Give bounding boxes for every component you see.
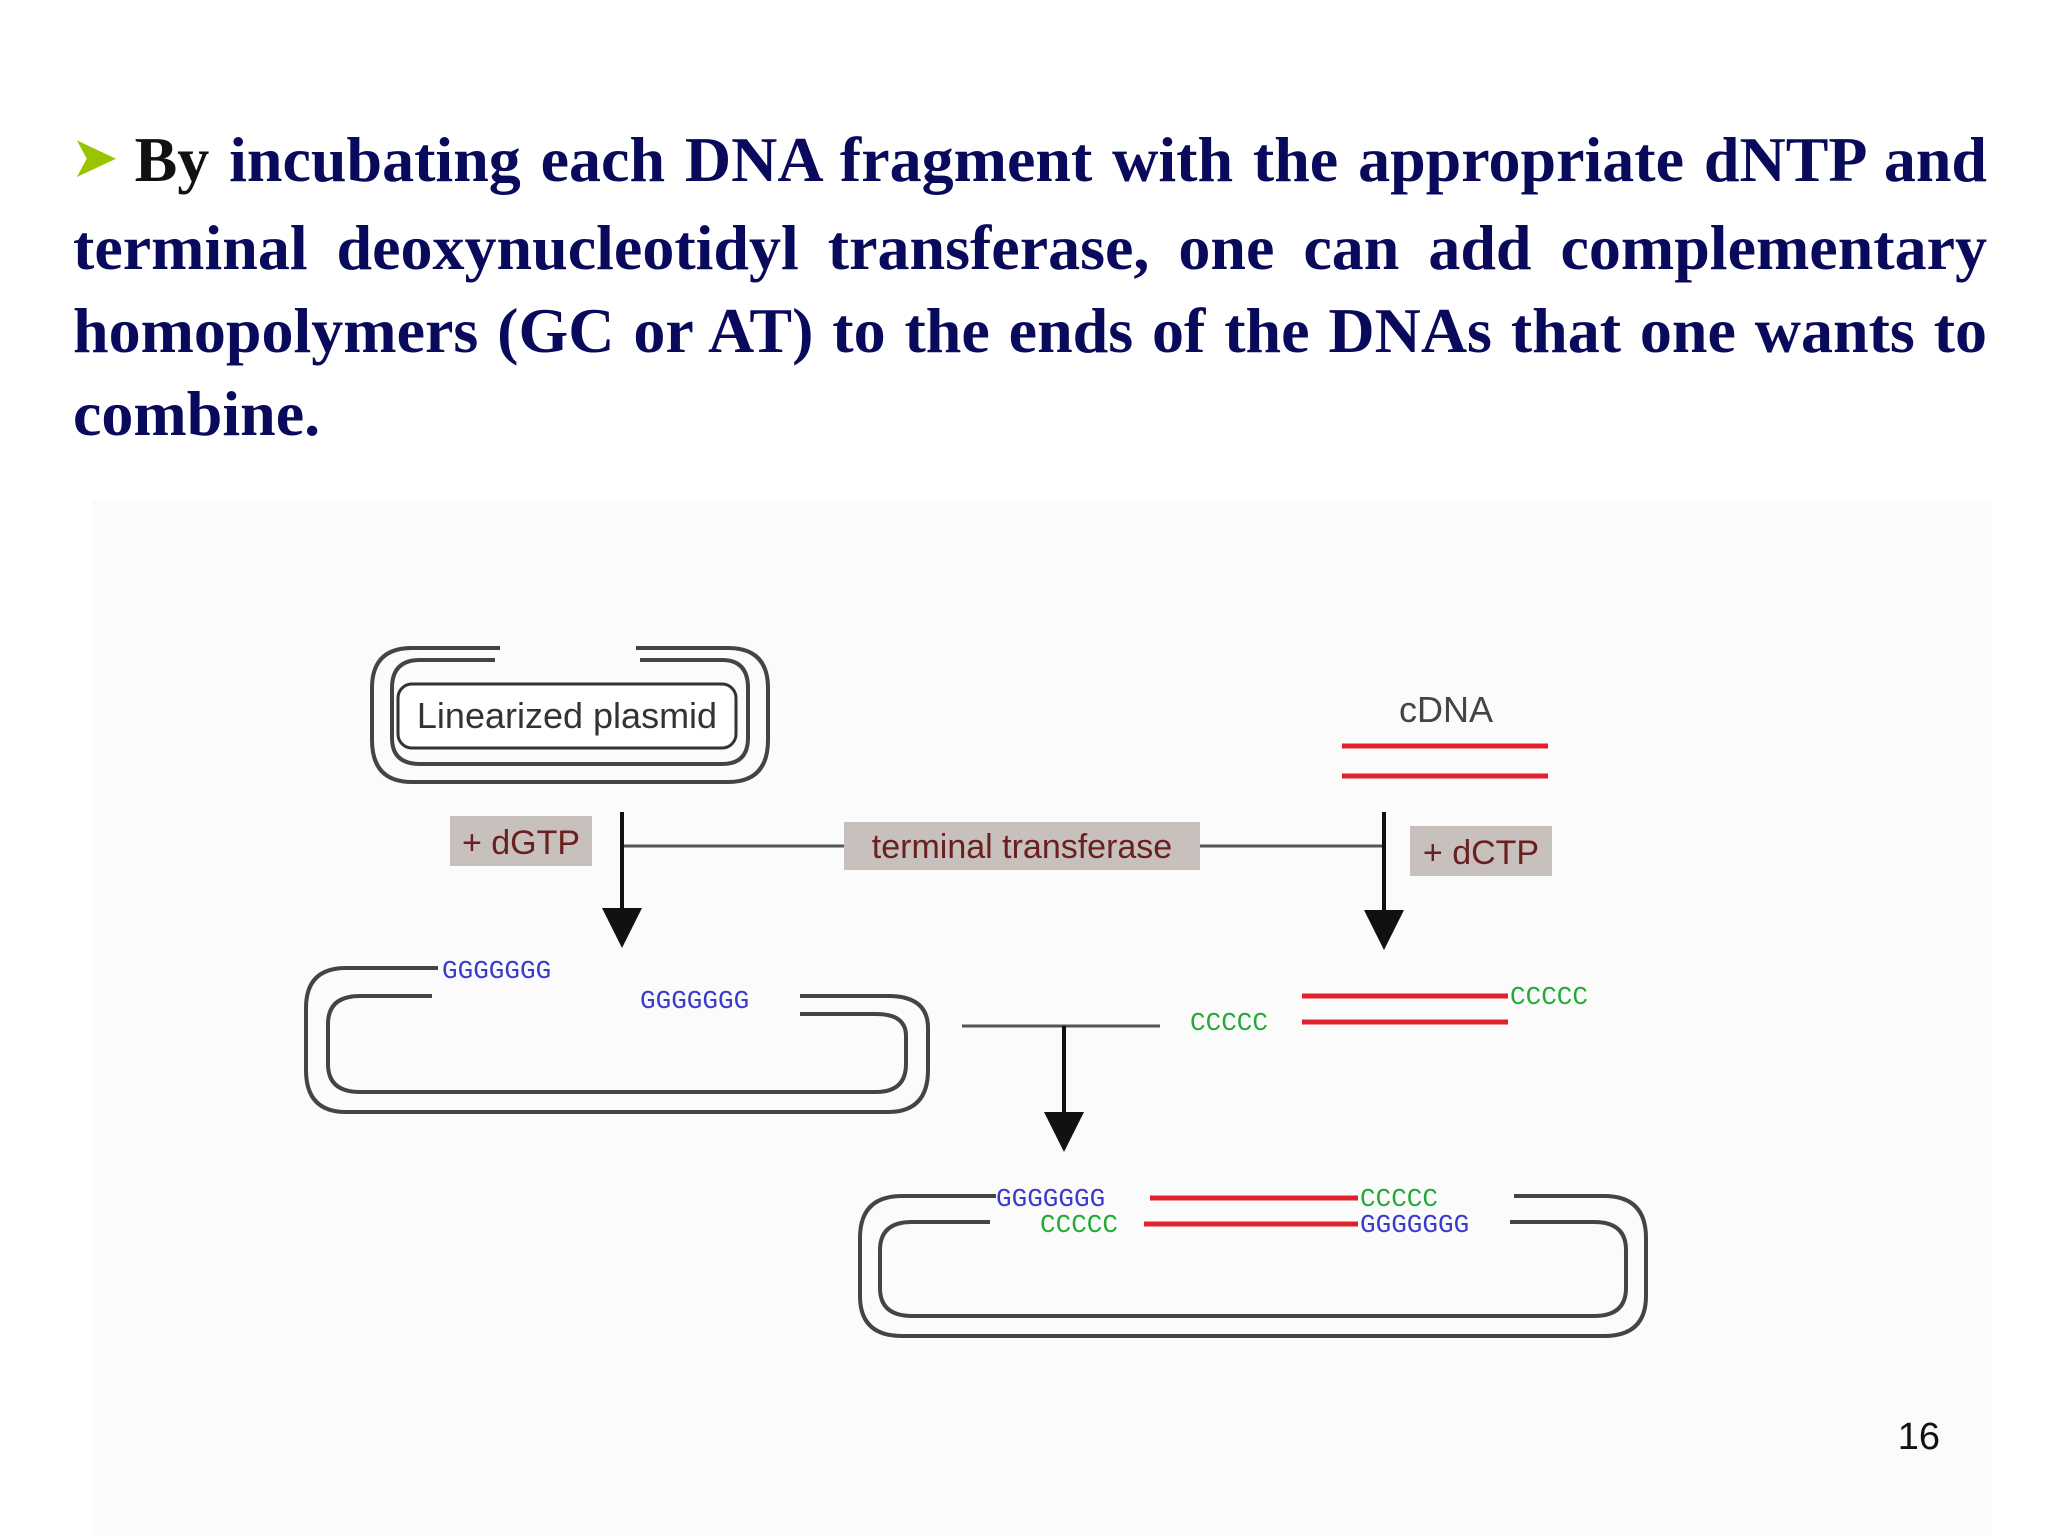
g-tail-right: GGGGGGG — [640, 986, 749, 1016]
enzyme-label: terminal transferase — [872, 828, 1172, 866]
figure-panel — [92, 500, 1992, 1536]
g-tail-bottom-right: GGGGGGG — [1360, 1210, 1469, 1240]
linearized-plasmid — [370, 646, 770, 784]
plasmid-label-box — [396, 682, 738, 750]
c-tail-left: CCCCC — [1190, 1008, 1268, 1038]
c-tail-right: CCCCC — [1510, 982, 1588, 1012]
dgtp-label: + dGTP — [462, 824, 580, 862]
g-tail-bottom-left: GGGGGGG — [996, 1184, 1105, 1214]
c-tail-bottom-left: CCCCC — [1040, 1210, 1118, 1240]
plasmid-label: Linearized plasmid — [417, 695, 717, 736]
c-tail-bottom-right: CCCCC — [1360, 1184, 1438, 1214]
bullet-arrow-icon: ➤ — [73, 130, 117, 187]
bullet-text: incubating each DNA fragment with the ap… — [73, 124, 1987, 449]
g-tail-left: GGGGGGG — [442, 956, 551, 986]
recombinant-plasmid — [858, 1194, 1648, 1338]
bullet-paragraph: ➤ By incubating each DNA fragment with th… — [73, 118, 1987, 455]
dctp-label: + dCTP — [1423, 834, 1539, 872]
bullet-lead-word: By — [134, 124, 210, 195]
page-number: 16 — [1897, 1416, 1940, 1458]
dgtp-label-box — [450, 816, 592, 866]
dctp-label-box — [1410, 826, 1552, 876]
g-tailed-plasmid — [304, 966, 930, 1114]
enzyme-label-box — [844, 822, 1200, 870]
cdna-label: cDNA — [1399, 689, 1493, 730]
